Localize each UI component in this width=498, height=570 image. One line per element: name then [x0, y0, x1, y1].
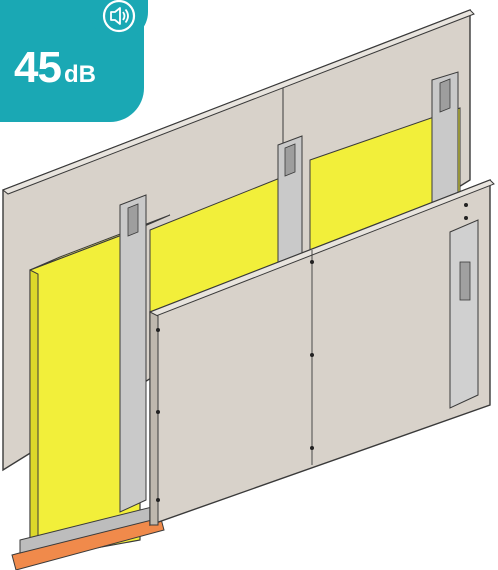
cutaway-opening — [449, 219, 479, 409]
insulation-panel-left-side — [29, 269, 39, 561]
speaker-volume-icon — [102, 0, 136, 33]
metal-stud-1 — [119, 194, 147, 513]
sound-rating-value: 45 — [14, 43, 62, 92]
sound-rating-unit: dB — [63, 61, 96, 88]
screw-dots — [156, 203, 468, 502]
back-board-top-edge — [2, 9, 475, 195]
speaker-volume-button[interactable] — [90, 0, 148, 40]
cutaway-stud-slot — [459, 261, 471, 301]
front-board-left-edge — [149, 311, 159, 526]
